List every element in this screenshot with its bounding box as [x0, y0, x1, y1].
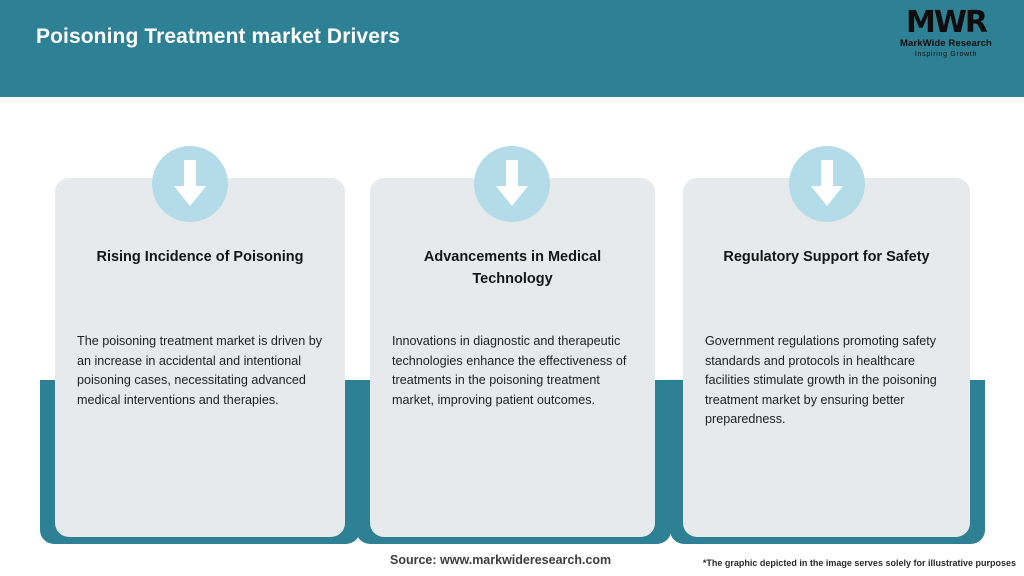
disclaimer-note: *The graphic depicted in the image serve…: [702, 558, 1016, 568]
driver-card[interactable]: Rising Incidence of Poisoning The poison…: [55, 178, 345, 537]
logo-tagline: Inspiring Growth: [914, 51, 978, 58]
driver-card-heading: Rising Incidence of Poisoning: [96, 249, 304, 265]
header-bar: [0, 0, 1024, 97]
down-arrow-icon: [789, 146, 865, 222]
down-arrow-glyph: [174, 160, 206, 206]
down-arrow-icon: [152, 146, 228, 222]
down-arrow-icon: [474, 146, 550, 222]
down-arrow-glyph: [811, 160, 843, 206]
logo-monogram: MWR: [905, 5, 988, 40]
markwide-research-logo: MWR MarkWide Research Inspiring Growth: [886, 8, 1006, 64]
logo-company-name: MarkWide Research: [900, 38, 992, 49]
driver-card-body: Innovations in diagnostic and therapeuti…: [392, 334, 627, 407]
driver-card-body: The poisoning treatment market is driven…: [77, 334, 322, 407]
down-arrow-glyph: [496, 160, 528, 206]
source-note: Source: www.markwideresearch.com: [390, 553, 612, 567]
page-title: Poisoning Treatment market Drivers: [36, 25, 401, 48]
driver-card[interactable]: Regulatory Support for Safety Government…: [683, 178, 970, 537]
driver-card-body: Government regulations promoting safety …: [705, 334, 937, 426]
driver-card[interactable]: Advancements in Medical Technology Innov…: [370, 178, 655, 537]
driver-card-heading: Advancements in Medical Technology: [423, 249, 602, 287]
driver-card-heading: Regulatory Support for Safety: [723, 249, 930, 265]
